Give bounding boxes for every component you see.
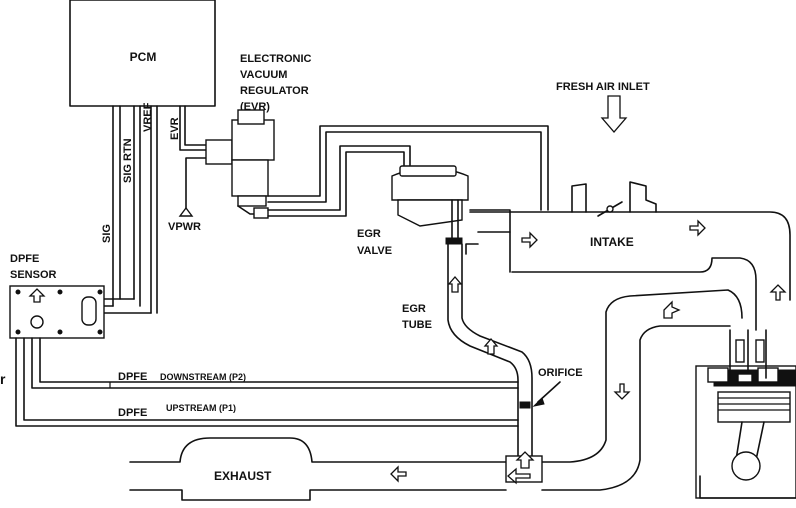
intake-label: INTAKE <box>590 235 634 249</box>
svg-text:VACUUM: VACUUM <box>240 69 287 81</box>
wire-vref-label: VREF <box>142 102 154 132</box>
intake-manifold <box>469 181 791 331</box>
egr-tube-arrow-1-icon <box>447 276 463 293</box>
egr-tube-arrow-4-icon <box>507 467 531 485</box>
egr-tube-arrow-2-icon <box>483 338 499 355</box>
upstream-prefix: DPFE <box>118 407 147 419</box>
engine-cylinder <box>695 329 796 499</box>
svg-text:VALVE: VALVE <box>357 245 392 257</box>
fresh-air-inlet-label: FRESH AIR INLET <box>556 81 650 93</box>
svg-text:REGULATOR: REGULATOR <box>240 85 309 97</box>
svg-text:DPFE: DPFE <box>10 253 39 265</box>
dpfe-hoses <box>15 337 519 427</box>
intake-arrow-1-icon <box>521 231 538 249</box>
exhaust-arrow-1-icon <box>390 465 407 483</box>
fresh-air-arrow-icon <box>600 95 628 133</box>
wire-sig-rtn-label: SIG RTN <box>122 138 134 183</box>
egr-valve <box>391 165 511 245</box>
orifice-label: ORIFICE <box>538 367 583 379</box>
downstream-prefix: DPFE <box>118 371 147 383</box>
dpfe-sensor-label: DPFE SENSOR <box>10 253 57 281</box>
vpwr-label: VPWR <box>168 221 201 233</box>
orifice <box>519 401 531 409</box>
egr-tube-label: EGR TUBE <box>402 303 432 331</box>
upstream-label: UPSTREAM (P1) <box>166 403 236 413</box>
downstream-label: DOWNSTREAM (P2) <box>160 372 246 382</box>
edge-text-fragment: r <box>0 371 6 387</box>
exhaust-pipe <box>129 289 743 501</box>
wire-evr-label: EVR <box>169 117 181 140</box>
egr-tube-arrow-3-icon <box>515 451 535 469</box>
egr-valve-label: EGR VALVE <box>357 228 392 257</box>
intake-arrow-3-icon <box>769 284 787 301</box>
exhaust-arrow-2-icon <box>613 383 631 400</box>
vacuum-hoses <box>267 125 549 217</box>
pcm-module: PCM <box>69 0 216 107</box>
evr-device <box>205 109 275 219</box>
wire-sig-label: SIG <box>101 224 113 243</box>
evr-label: ELECTRONIC VACUUM REGULATOR (EVR) <box>240 53 312 113</box>
svg-text:SENSOR: SENSOR <box>10 269 57 281</box>
svg-text:ELECTRONIC: ELECTRONIC <box>240 53 312 65</box>
intake-arrow-2-icon <box>689 219 706 237</box>
exhaust-label: EXHAUST <box>214 469 272 483</box>
dpfe-sensor <box>9 285 105 339</box>
svg-text:EGR: EGR <box>402 303 426 315</box>
svg-text:EGR: EGR <box>357 228 381 240</box>
pcm-wiring <box>89 105 207 314</box>
pcm-label: PCM <box>130 50 157 64</box>
svg-text:TUBE: TUBE <box>402 319 432 331</box>
exhaust-arrow-3-icon <box>663 300 681 319</box>
